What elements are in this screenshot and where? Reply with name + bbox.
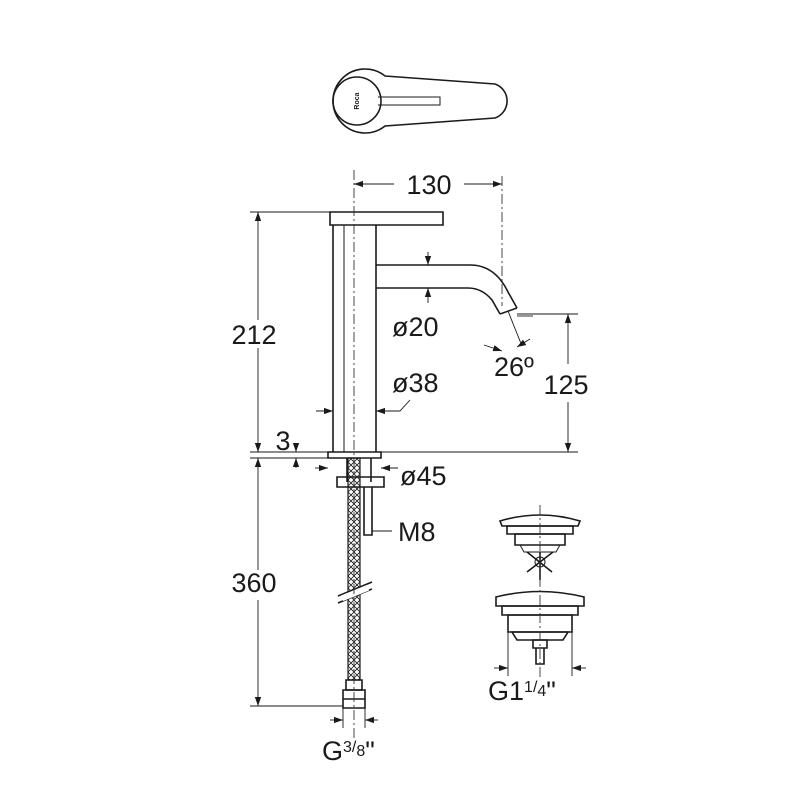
- waste-valve: [495, 505, 585, 680]
- dimension-diameter-38: ø38: [316, 368, 439, 415]
- hose-break-gap: [340, 584, 370, 602]
- hose-connection-numerator: 3: [343, 739, 352, 756]
- top-view-handle-outline: [332, 68, 508, 134]
- dimension-label-hose-connection: G3/8": [322, 736, 375, 766]
- dimension-label-base-diameter: ø45: [400, 461, 447, 491]
- dimension-label-spout-angle: 26º: [494, 352, 534, 382]
- waste-body-bottom: [510, 631, 570, 641]
- waste-connection-slash: /: [533, 679, 538, 696]
- waste-connection-unit: ": [546, 676, 556, 706]
- waste-outlet: [532, 639, 548, 649]
- dimension-label-spout-height: 125: [543, 370, 588, 400]
- dimension-label-thread: M8: [398, 517, 436, 547]
- dimension-thread-m8: M8: [372, 517, 436, 547]
- dimension-label-base-thickness: 3: [275, 426, 290, 456]
- waste-cap: [498, 514, 582, 527]
- waste-gasket: [501, 605, 579, 616]
- dimension-label-spout-reach: 130: [406, 170, 451, 200]
- base-flange: [327, 451, 382, 459]
- dimension-label-spout-diameter: ø20: [392, 312, 439, 342]
- top-view-body-circle: [332, 76, 382, 126]
- top-view: Roca: [332, 68, 508, 134]
- spout-outlet: [499, 307, 518, 315]
- spout-top-edge: [376, 264, 518, 309]
- waste-connection-denominator: 4: [537, 683, 546, 700]
- waste-plug-body: [514, 533, 566, 546]
- faucet-front-view: [327, 211, 518, 709]
- dimension-360: 360: [231, 457, 343, 707]
- dimension-3: 3: [275, 426, 328, 468]
- hose-connection-denominator: 8: [356, 743, 365, 760]
- waste-flange: [495, 590, 585, 607]
- dimension-125: 125: [517, 313, 589, 452]
- spout-bottom-edge: [376, 287, 501, 315]
- threaded-rod: [363, 487, 373, 536]
- dimension-label-body-diameter: ø38: [392, 368, 439, 398]
- top-view-lever-slot: [378, 96, 441, 106]
- lever-handle: [329, 211, 444, 226]
- dimension-212: 212: [231, 211, 330, 452]
- waste-plug-seal: [519, 544, 561, 553]
- hose-connection-unit: ": [365, 736, 375, 766]
- dimension-diameter-45: ø45: [315, 461, 447, 491]
- waste-cap-ring: [506, 525, 574, 535]
- dimension-diameter-20: ø20: [392, 252, 439, 342]
- dimension-waste-connection: G11/4": [488, 632, 586, 706]
- dimension-label-waste-connection: G11/4": [488, 676, 556, 706]
- dimension-angle-26: 26º: [483, 310, 534, 382]
- waste-connection-numerator: 1: [524, 679, 533, 696]
- hose-connection-main: G: [322, 736, 343, 766]
- fixing-nut: [336, 476, 385, 488]
- body-cylinder: [332, 225, 377, 452]
- waste-connection-main: G1: [488, 676, 524, 706]
- hose-connection-slash: /: [352, 739, 357, 756]
- brand-logo-text: Roca: [354, 92, 361, 109]
- dimension-label-tail-length: 360: [231, 568, 276, 598]
- mounting-shank: [346, 458, 372, 482]
- dimension-130: 130: [354, 170, 502, 200]
- dimension-hose-connection: G3/8": [322, 708, 378, 766]
- dimension-label-total-height: 212: [231, 320, 276, 350]
